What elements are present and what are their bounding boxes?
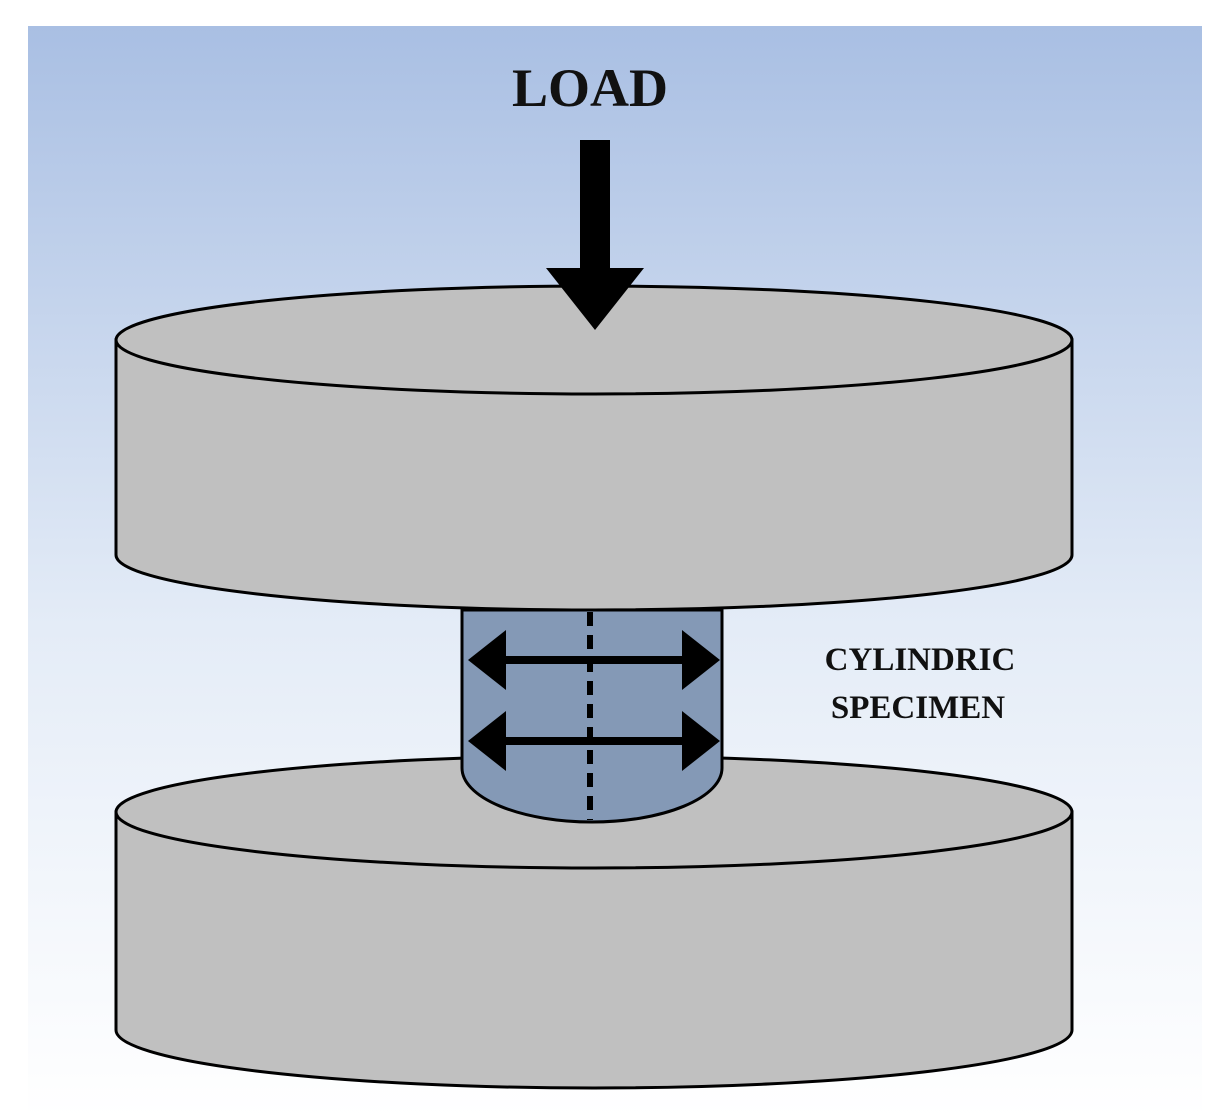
bottom-platen-side: [114, 810, 1074, 1090]
specimen-label-line2: SPECIMEN: [831, 690, 1005, 726]
load-arrow-head: [546, 268, 644, 330]
load-arrow-shaft: [580, 140, 610, 270]
lower-lateral-double-arrow: [468, 711, 720, 771]
load-arrow: [546, 140, 644, 330]
top-platen-side: [114, 338, 1074, 612]
specimen-label-line1: CYLINDRIC: [825, 642, 1016, 678]
top-platen: [114, 284, 1074, 612]
cylindric-specimen: [460, 608, 724, 824]
load-label: LOAD: [512, 58, 668, 118]
upper-lateral-double-arrow: [468, 630, 720, 690]
